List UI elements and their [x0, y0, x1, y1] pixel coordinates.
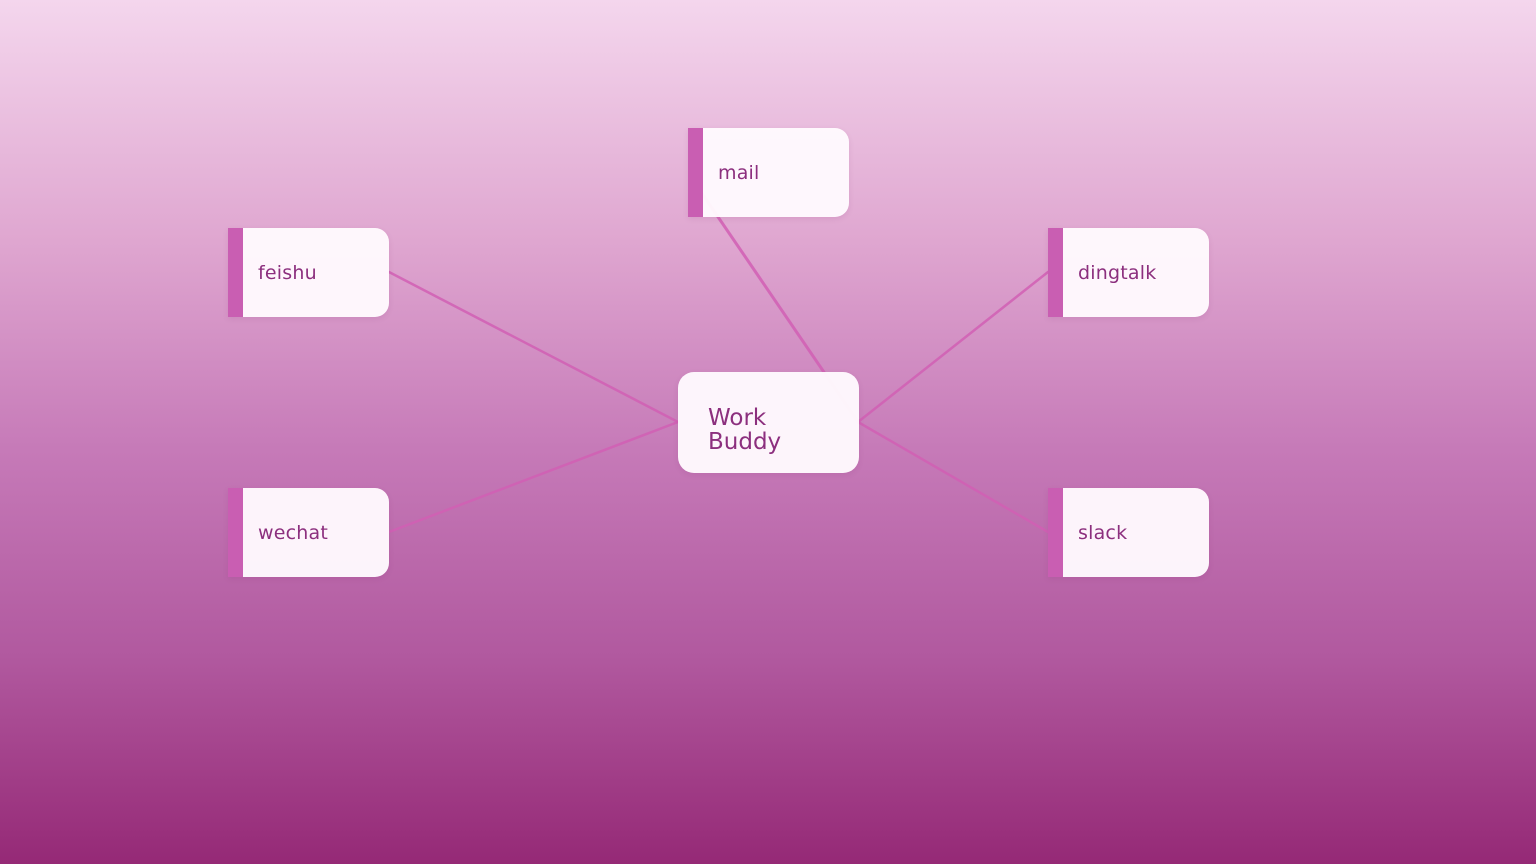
edge-center-to-slack [856, 420, 1050, 534]
node-accent-bar [1048, 228, 1063, 317]
node-slack[interactable]: slack [1048, 488, 1209, 577]
edge-center-to-dingtalk [856, 270, 1050, 424]
node-label: mail [718, 161, 760, 184]
node-label: slack [1078, 521, 1128, 544]
node-feishu[interactable]: feishu [228, 228, 389, 317]
node-wechat[interactable]: wechat [228, 488, 389, 577]
node-accent-bar [228, 228, 243, 317]
node-dingtalk[interactable]: dingtalk [1048, 228, 1209, 317]
edge-center-to-feishu [387, 270, 680, 424]
node-accent-bar [1048, 488, 1063, 577]
node-accent-bar [228, 488, 243, 577]
node-accent-bar [688, 128, 703, 217]
center-label-line-2: Buddy [708, 429, 782, 455]
node-mail[interactable]: mail [688, 128, 849, 217]
node-label: feishu [258, 261, 317, 284]
node-label: wechat [258, 521, 329, 544]
edge-center-to-wechat [387, 420, 680, 534]
center-label-line-1: Work [708, 405, 767, 431]
center-node-label: Work Buddy [708, 406, 781, 454]
node-label: dingtalk [1078, 261, 1157, 284]
node-work-buddy[interactable]: Work Buddy [678, 372, 859, 473]
